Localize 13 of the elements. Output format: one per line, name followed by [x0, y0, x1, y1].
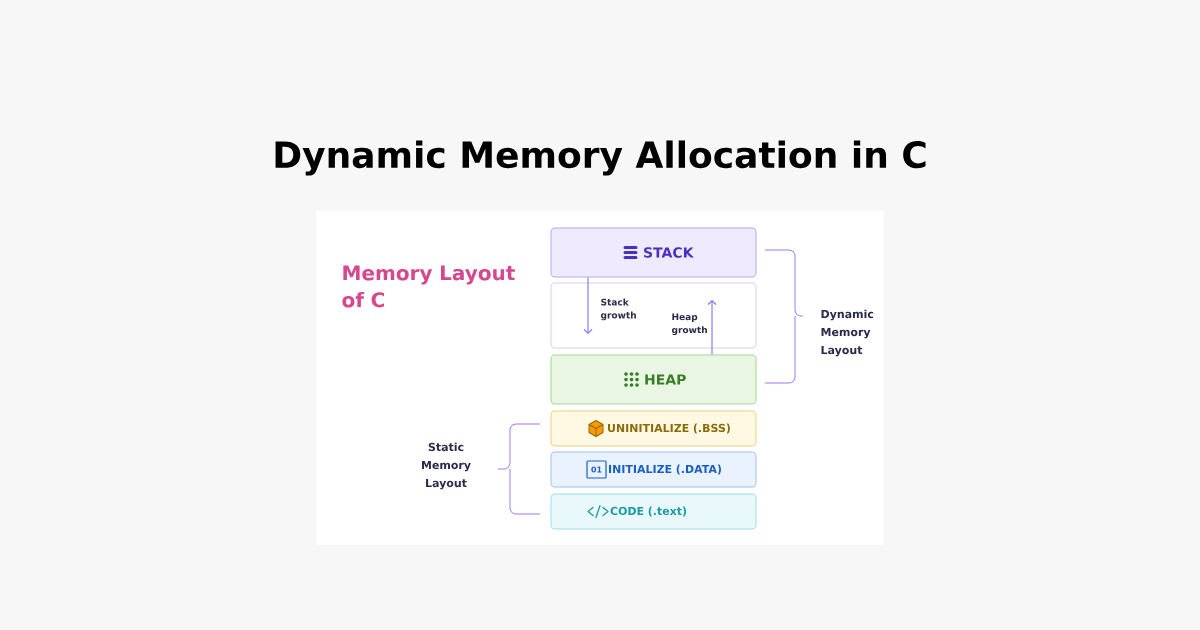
title: Dynamic Memory Allocation in C — [275, 140, 926, 176]
memory-segment-box: HEAP — [550, 354, 757, 405]
growth-arrow — [707, 300, 717, 355]
section-heading: Memory Layout of C — [342, 265, 515, 308]
memory-segment-box: UNINITIALIZE (.BSS) — [550, 410, 757, 447]
bracket-label: Dynamic Memory Layout — [821, 309, 874, 357]
bracket-label: Static Memory Layout — [422, 442, 471, 490]
growth-label: Heap growth — [671, 313, 707, 336]
memory-segment-box: STACK — [550, 227, 757, 278]
growth-box — [550, 282, 757, 349]
growth-label: Stack growth — [600, 298, 636, 321]
growth-arrow — [583, 277, 593, 334]
memory-segment-box: CODE (.text) — [550, 493, 757, 530]
